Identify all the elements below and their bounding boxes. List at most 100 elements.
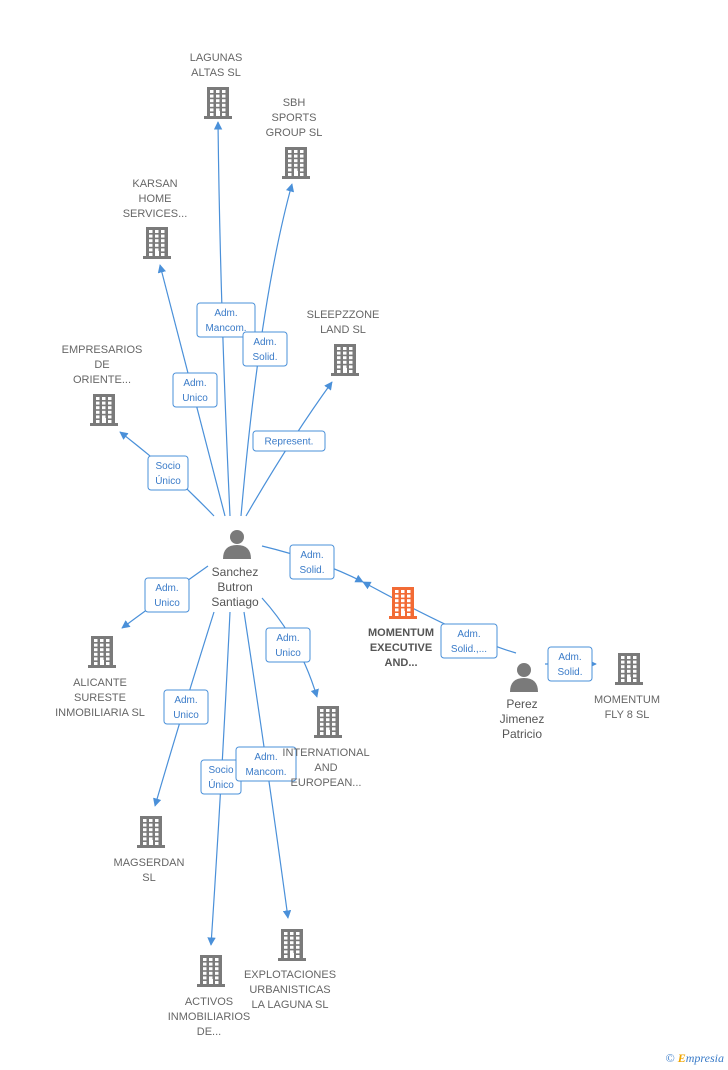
relation-label-text: Mancom.	[245, 767, 286, 778]
node-label-line: Sanchez	[212, 565, 259, 579]
node-label-line: SPORTS	[271, 112, 316, 124]
relation-label-sanchez-sleepzzone[interactable]: Represent.	[252, 430, 326, 452]
node-label-line: AND...	[385, 657, 418, 669]
relation-label-text: Represent.	[265, 437, 314, 448]
brand-name: mpresia	[685, 1051, 724, 1065]
node-label-line: Perez	[506, 697, 537, 711]
relation-label-text: Adm.	[214, 308, 237, 319]
relation-label-text: Socio	[208, 765, 233, 776]
building-icon	[197, 955, 225, 987]
relation-label-text: Mancom.	[205, 323, 246, 334]
brand-footer: ©Empresia	[666, 1051, 724, 1066]
relation-label-sanchez-lagunas[interactable]: Adm. Mancom.	[196, 302, 256, 338]
building-icon	[88, 636, 116, 668]
relation-label-sanchez-momentum_exec[interactable]: Adm. Solid.	[289, 544, 335, 580]
relation-label-text: Adm.	[300, 550, 323, 561]
node-label-line: ACTIVOS	[185, 996, 233, 1008]
relation-label-sanchez-alicante[interactable]: Adm.Unico	[144, 577, 190, 613]
relation-label-text: Adm.	[276, 633, 299, 644]
company-node-empresarios[interactable]: EMPRESARIOS DE ORIENTE...	[62, 344, 143, 426]
node-label-line: SBH	[283, 97, 306, 109]
node-label-line: LAGUNAS	[190, 52, 243, 64]
building-icon	[204, 87, 232, 119]
relation-label-sanchez-international[interactable]: Adm. Unico	[265, 627, 311, 663]
nodes-layer: LAGUNAS ALTAS SL SBH SPORTS GROUP SL KARSAN HO…	[55, 52, 660, 1038]
person-icon	[223, 530, 251, 559]
node-label-line: LAND SL	[320, 324, 366, 336]
relation-label-perez-momentum_fly[interactable]: Adm. Solid.	[547, 646, 593, 682]
relation-label-text: Adm.	[155, 583, 178, 594]
relation-label-sanchez-sbh[interactable]: Adm.Solid.	[242, 331, 288, 367]
relation-label-text: Solid.	[299, 565, 324, 576]
node-label-line: INMOBILIARIOS	[168, 1011, 251, 1023]
node-label-line: URBANISTICAS	[249, 984, 330, 996]
relation-label-text: Adm.	[253, 337, 276, 348]
node-label-line: SL	[142, 872, 155, 884]
relation-label-text: Unico	[275, 648, 301, 659]
relation-label-text: Único	[155, 474, 181, 487]
relation-label-text: Adm.	[558, 652, 581, 663]
node-label-line: MOMENTUM	[368, 627, 434, 639]
edge-arrow-sanchez-sbh	[240, 183, 295, 517]
building-icon	[282, 147, 310, 179]
building-icon	[143, 227, 171, 259]
node-label-line: Patricio	[502, 727, 542, 741]
company-node-sbh[interactable]: SBH SPORTS GROUP SL	[266, 97, 323, 179]
relation-label-perez-momentum_exec[interactable]: Adm. Solid.,...	[440, 623, 498, 659]
company-node-activos[interactable]: ACTIVOSINMOBILIARIOSDE...	[168, 955, 251, 1038]
company-node-momentum-exec[interactable]: MOMENTUMEXECUTIVEAND...	[368, 587, 434, 669]
person-icon	[510, 663, 538, 692]
node-label-line: INMOBILIARIA SL	[55, 707, 145, 719]
node-label-line: KARSAN	[132, 178, 177, 190]
node-label-line: Jimenez	[500, 712, 545, 726]
node-label-line: Butron	[217, 580, 252, 594]
building-icon	[615, 653, 643, 685]
building-icon	[137, 816, 165, 848]
edges-layer	[119, 121, 597, 946]
company-node-international[interactable]: INTERNATIONAL AND EUROPEAN...	[282, 706, 370, 789]
company-node-karsan[interactable]: KARSAN HOME SERVICES...	[123, 178, 188, 259]
node-label-line: DE	[94, 359, 109, 371]
relation-label-text: Unico	[182, 393, 208, 404]
node-label-line: EMPRESARIOS	[62, 344, 143, 356]
relation-label-text: Adm.	[457, 629, 480, 640]
company-node-lagunas[interactable]: LAGUNAS ALTAS SL	[190, 52, 243, 119]
node-label-line: AND	[314, 762, 337, 774]
node-label-line: HOME	[139, 193, 172, 205]
building-icon	[314, 706, 342, 738]
brand-initial: E	[677, 1051, 686, 1065]
node-label-line: SERVICES...	[123, 208, 188, 220]
node-label-line: EUROPEAN...	[291, 777, 362, 789]
node-label-line: MAGSERDAN	[114, 857, 185, 869]
relation-label-sanchez-magserdan[interactable]: Adm. Unico	[163, 689, 209, 725]
node-label-line: GROUP SL	[266, 127, 323, 139]
relation-label-text: Solid.	[557, 667, 582, 678]
building-icon	[278, 929, 306, 961]
building-icon	[90, 394, 118, 426]
relation-label-text: Unico	[173, 710, 199, 721]
node-label-line: MOMENTUM	[594, 694, 660, 706]
building-icon	[389, 587, 417, 619]
relation-label-sanchez-karsan[interactable]: Adm. Unico	[172, 372, 218, 408]
company-node-magserdan[interactable]: MAGSERDAN SL	[114, 816, 185, 884]
node-label-line: ORIENTE...	[73, 374, 131, 386]
building-icon	[331, 344, 359, 376]
relation-label-text: Adm.	[183, 378, 206, 389]
node-label-line: EXPLOTACIONES	[244, 969, 336, 981]
relation-label-text: Socio	[155, 461, 180, 472]
node-label-line: INTERNATIONAL	[282, 747, 369, 759]
node-label-line: ALTAS SL	[191, 67, 241, 79]
node-label-line: Santiago	[211, 595, 259, 609]
relation-label-sanchez-explotaciones[interactable]: Adm.Mancom.	[235, 746, 297, 782]
relation-label-text: Único	[208, 778, 234, 791]
relation-label-text: Adm.	[174, 695, 197, 706]
relation-label-text: Solid.,...	[451, 644, 487, 655]
